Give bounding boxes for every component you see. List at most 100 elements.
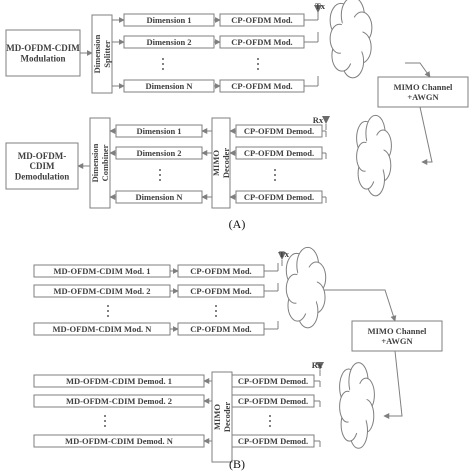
a-rx-row-4-dimension-label: Dimension N [136,192,184,202]
b-channel-label: MIMO Channel+AWGN [368,326,427,346]
b-rx-antenna-icon [316,362,324,370]
b-tx-row-3-ofdm-dots-dot [215,310,217,312]
b-tx-row-1-mod-block [33,264,171,278]
b-rx-row-2-demod-block [33,394,205,408]
b-caption: (B) [229,457,245,471]
b-rx-row-2-ofdm-block [231,394,315,408]
b-decoder-label: MIMODecoder [212,402,232,432]
a-tx-row-4-dimension-label: Dimension N [146,81,194,91]
b-tx-row-3-mod-dots-dot [107,305,109,307]
a-rx-row-1-dimension-block [115,124,203,138]
b-tx-row-1-ofdm-block [177,264,265,278]
b-rx-row-2-ofdm-label: CP-OFDM Demod. [238,396,308,406]
b-tx-row-3-mod-dots-dot [107,310,109,312]
b-from-channel [383,350,403,419]
a-channel-block [377,76,469,108]
a-rx-row-1-ofdm-block [235,124,323,138]
a-to-channel [405,62,431,78]
b-rx-row-1-demod-label: MD-OFDM-CDIM Demod. 1 [66,376,172,386]
a-tx-row-3-dim-dots-dot [162,63,164,65]
a-tx-row-1-dimension-label: Dimension 1 [146,15,191,25]
b-decoder-block [211,371,233,463]
b-rx-row-3-ofdm-dots-dot [269,425,271,427]
b-rx-row-4-ofdm-block [231,434,315,448]
a-tx-row-4-dimension-block [123,79,215,93]
b-tx-row-3-ofdm-dots-dot [215,305,217,307]
a-rx-row-3-ofdm-dots-dot [274,169,276,171]
a-combiner-label: DimensionCombiner [90,143,110,182]
b-tx-row-3-ofdm-dots-dot [215,315,217,317]
a-tx-cloud-icon [329,0,373,79]
a-rx-row-3-dim-dots-dot [159,169,161,171]
a-tx-row-1-ofdm-label: CP-OFDM Mod. [231,15,292,25]
a-rx-row-2-ofdm-label: CP-OFDM Demod. [244,148,314,158]
b-tx-row-2-ofdm-label: CP-OFDM Mod. [190,286,251,296]
b-rx-row-1-ofdm-label: CP-OFDM Demod. [238,376,308,386]
a-rx-row-3-ofdm-dots-dot [274,174,276,176]
a-rx-row-2-dimension-label: Dimension 2 [136,148,181,158]
b-tx-label: Tx [279,249,290,259]
a-rx-antenna-icon [322,116,330,124]
b-tx-row-4-mod-label: MD-OFDM-CDIM Mod. N [53,324,153,334]
a-tx-row-2-dimension-label: Dimension 2 [146,37,191,47]
a-splitter-block [91,14,113,94]
a-tx-row-3-ofdm-dots-dot [257,63,259,65]
b-to-channel [320,289,397,322]
b-rx-row-1-demod-block [33,374,205,388]
a-from-channel [419,106,433,165]
b-tx-row-2-ofdm-block [177,284,265,298]
b-tx-row-2-mod-label: MD-OFDM-CDIM Mod. 2 [53,286,150,296]
a-tx-row-2-dimension-block [123,35,215,49]
b-tx-row-4-ofdm-label: CP-OFDM Mod. [190,324,251,334]
a-rx-row-3-dim-dots-dot [159,179,161,181]
a-tx-row-2-ofdm-block [219,35,305,49]
a-tx-row-4-ofdm-block [219,79,305,93]
b-tx-row-2-mod-block [33,284,171,298]
b-rx-row-3-demod-dots-dot [104,415,106,417]
a-rx-row-1-dimension-label: Dimension 1 [136,126,181,136]
b-rx-row-4-demod-label: MD-OFDM-CDIM Demod. N [65,436,174,446]
b-tx-row-4-mod-block [33,322,171,336]
a-rx-row-4-ofdm-block [235,190,323,204]
b-rx-row-2-demod-label: MD-OFDM-CDIM Demod. 2 [66,396,172,406]
b-rx-row-3-demod-dots-dot [104,420,106,422]
b-rx-row-3-ofdm-dots-dot [269,415,271,417]
a-demodulation-block [5,142,79,190]
a-decoder-block [211,117,231,209]
b-rx-row-1-ofdm-block [231,374,315,388]
a-tx-row-3-dim-dots-dot [162,58,164,60]
diagram-shapes [5,0,469,463]
a-tx-row-1-dimension-block [123,13,215,27]
b-tx-antenna-icon [278,252,286,260]
b-tx-row-3-mod-dots-dot [107,315,109,317]
a-rx-row-4-ofdm-label: CP-OFDM Demod. [244,192,314,202]
a-tx-row-4-ofdm-label: CP-OFDM Mod. [231,81,292,91]
a-tx-antenna-icon [314,5,322,13]
b-channel-block [351,320,443,352]
b-tx-row-4-ofdm-block [177,322,265,336]
a-splitter-label: DimensionSplitter [92,34,112,73]
b-rx-row-4-ofdm-label: CP-OFDM Demod. [238,436,308,446]
b-rx-label: Rx [312,360,323,370]
a-rx-row-3-ofdm-dots-dot [274,179,276,181]
a-channel-label: MIMO Channel+AWGN [394,82,453,102]
a-rx-row-2-ofdm-block [235,146,323,160]
a-decoder-label: MIMODecoder [211,148,231,178]
a-combiner-block [89,117,111,209]
a-tx-row-1-ofdm-block [219,13,305,27]
a-tx-row-2-ofdm-label: CP-OFDM Mod. [231,37,292,47]
a-tx-row-3-dim-dots-dot [162,68,164,70]
b-rx-row-4-demod-block [33,434,205,448]
a-modulation-block [5,29,81,77]
a-rx-row-2-dimension-block [115,146,203,160]
a-rx-label: Rx [313,115,324,125]
b-rx-cloud-icon [339,362,375,449]
a-rx-row-1-ofdm-label: CP-OFDM Demod. [244,126,314,136]
a-tx-row-3-ofdm-dots-dot [257,68,259,70]
b-tx-row-1-ofdm-label: CP-OFDM Mod. [190,266,251,276]
b-rx-row-3-ofdm-dots-dot [269,420,271,422]
connector-lines [77,10,433,447]
